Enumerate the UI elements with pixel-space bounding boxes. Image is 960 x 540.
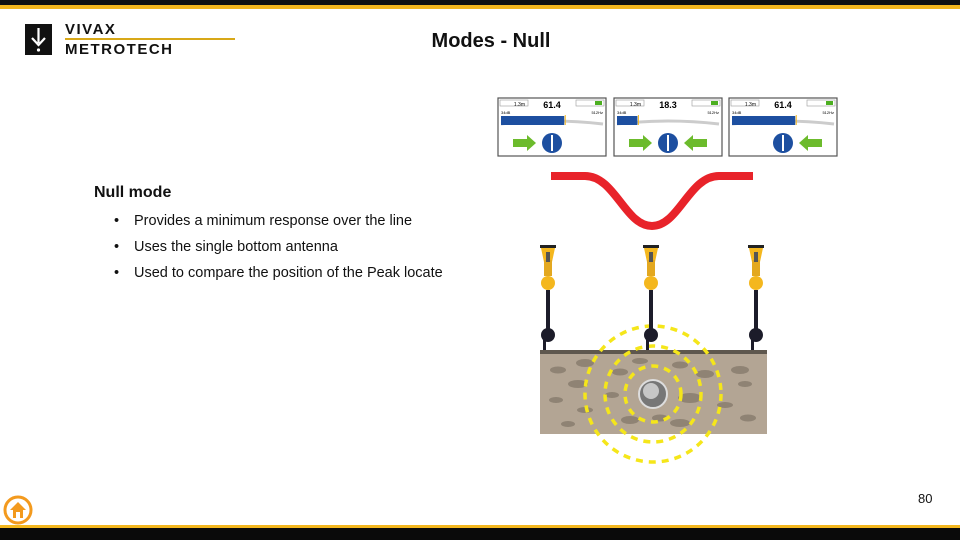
- signal-bar: [732, 116, 796, 125]
- logo-rule: [65, 38, 235, 40]
- logo-text-metrotech: METROTECH: [65, 41, 174, 58]
- depth-readout: 1.3m: [630, 102, 641, 108]
- logo-mark: [25, 24, 52, 55]
- locator-screen: 1.3m 61.4 34dB 512Hz: [728, 97, 838, 157]
- locator-device: [748, 245, 764, 350]
- arrow-left-icon: [684, 135, 707, 151]
- depth-readout: 1.3m: [745, 102, 756, 108]
- frequency-readout: 512Hz: [591, 110, 603, 115]
- home-button[interactable]: [3, 495, 33, 530]
- magnetic-field-rings: [583, 324, 723, 464]
- top-bar: [0, 0, 960, 5]
- locator-device: [643, 245, 659, 350]
- locator-screen: 1.3m 18.3 34dB 512Hz: [613, 97, 723, 157]
- ground-surface: [540, 350, 767, 354]
- signal-reading: 61.4: [543, 100, 561, 110]
- frequency-readout: 512Hz: [707, 110, 719, 115]
- bullet-item: Used to compare the position of the Peak…: [94, 254, 443, 281]
- section-heading: Null mode: [94, 184, 172, 201]
- gain-readout: 34dB: [617, 110, 627, 115]
- signal-bar: [501, 116, 565, 125]
- signal-bar: [617, 116, 638, 125]
- bullet-item: Provides a minimum response over the lin…: [94, 202, 443, 229]
- logo-text-vivax: VIVAX: [65, 21, 117, 38]
- page-title: Modes - Null: [431, 30, 551, 52]
- arrow-right-icon: [629, 135, 652, 151]
- page-number: 80: [918, 491, 933, 506]
- depth-readout: 1.3m: [514, 102, 525, 108]
- bottom-bar: [0, 528, 960, 540]
- frequency-readout: 512Hz: [822, 110, 834, 115]
- arrow-right-icon: [513, 135, 536, 151]
- null-response-curve: [551, 172, 753, 231]
- signal-reading: 18.3: [659, 100, 677, 110]
- locator-device: [540, 245, 556, 350]
- home-icon: [3, 495, 33, 525]
- vivax-metrotech-logo: VIVAX METROTECH: [25, 21, 235, 60]
- bullet-list: Provides a minimum response over the lin…: [94, 202, 443, 281]
- top-accent-bar: [0, 5, 960, 9]
- gain-readout: 34dB: [501, 110, 511, 115]
- signal-reading: 61.4: [774, 100, 792, 110]
- gain-readout: 34dB: [732, 110, 742, 115]
- locator-screen: 1.3m 61.4 34dB 512Hz: [497, 97, 607, 157]
- bottom-accent-bar: [0, 525, 960, 528]
- bullet-item: Uses the single bottom antenna: [94, 228, 443, 255]
- arrow-left-icon: [799, 135, 822, 151]
- soil-stones: [549, 358, 756, 427]
